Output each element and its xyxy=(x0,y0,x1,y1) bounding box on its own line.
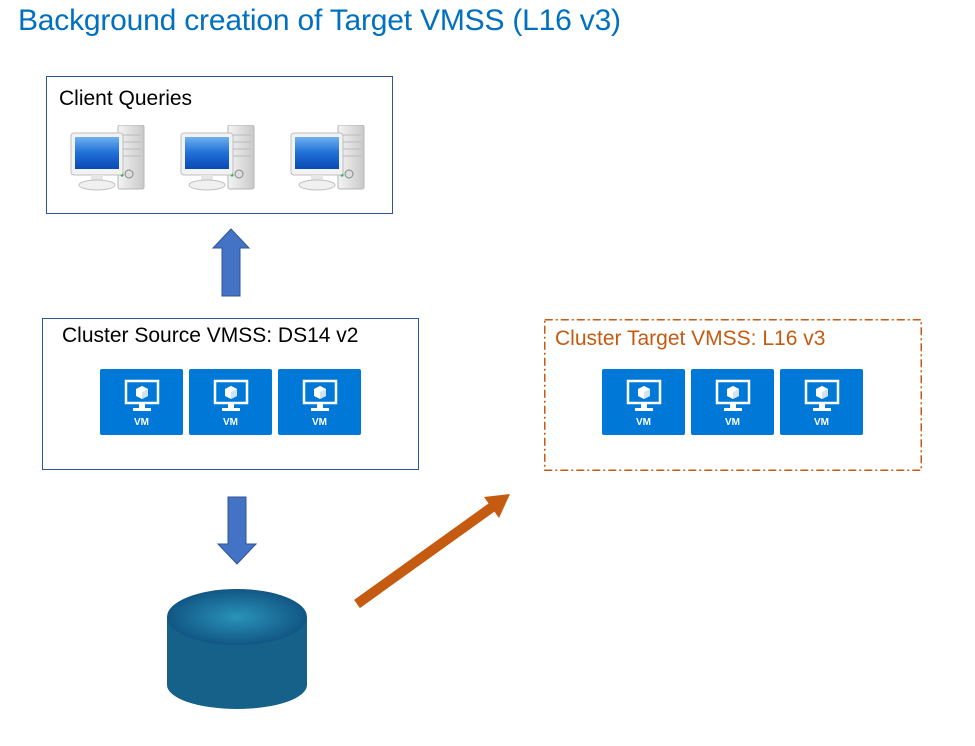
database-cylinder-icon xyxy=(167,589,307,709)
vm-monitor-icon xyxy=(715,379,751,411)
vm-label: VM xyxy=(134,417,149,428)
page-title: Background creation of Target VMSS (L16 … xyxy=(18,4,621,37)
desktop-computer-icon xyxy=(65,124,145,195)
cluster-source-label: Cluster Source VMSS: DS14 v2 xyxy=(62,324,359,347)
vm-tile: VM xyxy=(602,369,685,435)
vm-monitor-icon xyxy=(302,379,338,411)
vm-tile: VM xyxy=(278,369,361,435)
dash-dot-border xyxy=(544,319,922,471)
vm-tile: VM xyxy=(780,369,863,435)
arrow-diagonal-icon xyxy=(354,494,510,609)
vm-monitor-icon xyxy=(804,379,840,411)
vm-monitor-icon xyxy=(626,379,662,411)
vm-label: VM xyxy=(636,417,651,428)
vm-label: VM xyxy=(814,417,829,428)
cluster-target-label: Cluster Target VMSS: L16 v3 xyxy=(555,327,826,350)
cluster-source-box: Cluster Source VMSS: DS14 v2 VM VM VM xyxy=(42,318,419,470)
arrow-down-icon xyxy=(216,496,258,565)
desktop-computer-icon xyxy=(175,124,255,195)
vm-label: VM xyxy=(725,417,740,428)
vm-label: VM xyxy=(312,417,327,428)
vm-tile: VM xyxy=(100,369,183,435)
vm-tile: VM xyxy=(691,369,774,435)
client-queries-label: Client Queries xyxy=(59,87,193,110)
vm-monitor-icon xyxy=(213,379,249,411)
vm-monitor-icon xyxy=(124,379,160,411)
arrow-up-icon xyxy=(211,228,251,297)
cluster-target-box: Cluster Target VMSS: L16 v3 VM VM VM xyxy=(544,319,922,471)
vm-label: VM xyxy=(223,417,238,428)
vm-tile: VM xyxy=(189,369,272,435)
client-queries-box: Client Queries xyxy=(46,76,393,214)
desktop-computer-icon xyxy=(285,124,365,195)
